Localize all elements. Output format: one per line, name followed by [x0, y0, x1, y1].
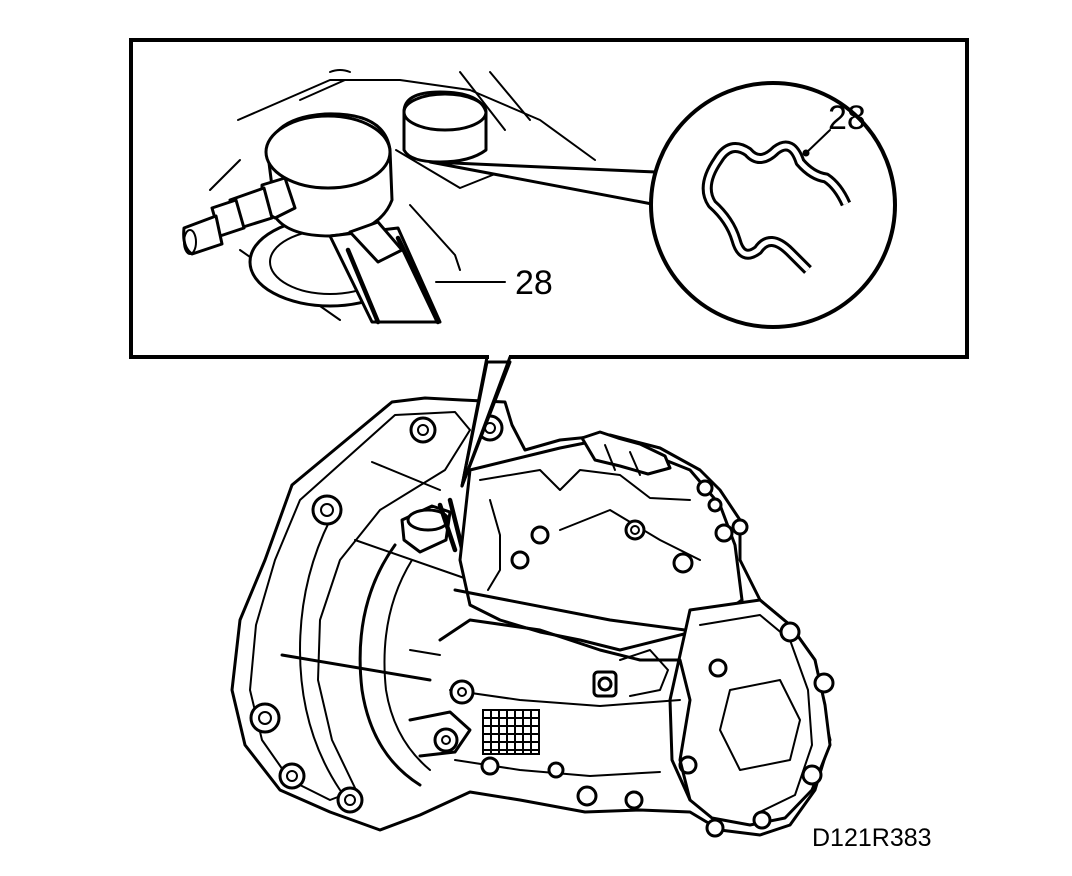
gearbox-illustration — [230, 396, 835, 838]
reference-code: D121R383 — [812, 824, 932, 852]
grille-pattern — [482, 709, 540, 755]
slave-cylinder-detail — [182, 69, 596, 325]
detail-callout-label: 28 — [515, 264, 553, 302]
zoom-callout-label: 28 — [828, 99, 866, 137]
retaining-clip-zoom — [649, 81, 897, 329]
